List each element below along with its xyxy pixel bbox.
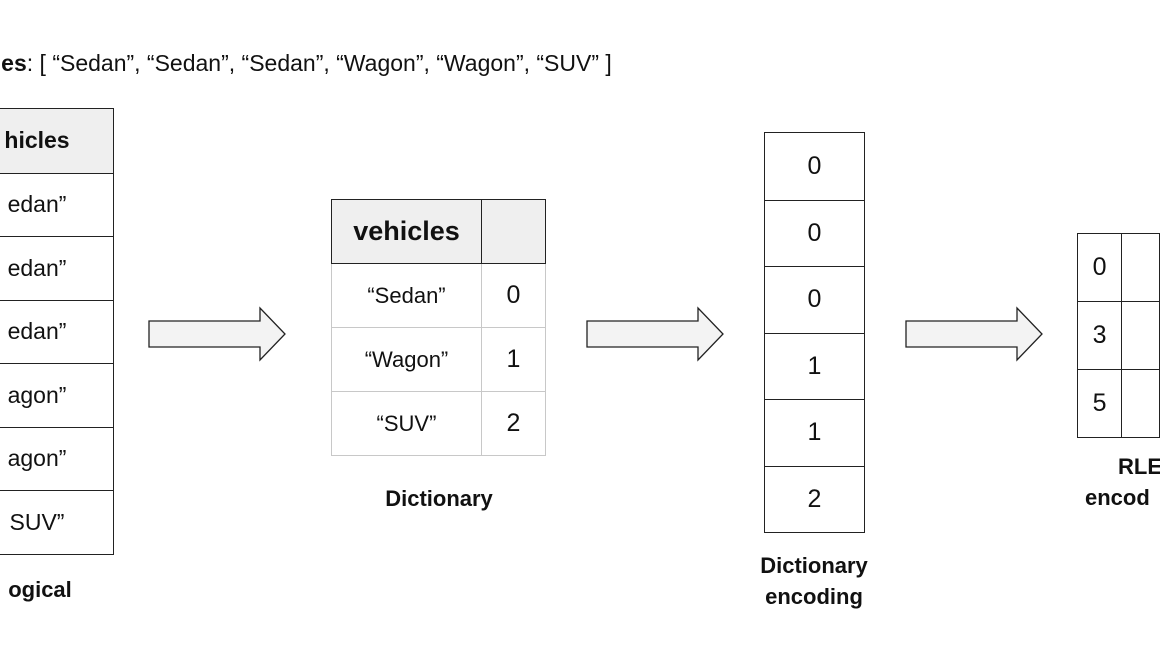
dictionary-key: “SUV”	[331, 391, 482, 456]
table-row: “Sedan” 0	[331, 263, 546, 328]
arrow-right-icon	[905, 306, 1043, 362]
encoding-cell: 0	[765, 199, 864, 267]
caption-line: encod	[1085, 485, 1150, 510]
rle-start: 0	[1076, 233, 1123, 302]
rle-value	[1121, 233, 1160, 302]
logical-cell: agon”	[0, 363, 113, 427]
dictionary-key: “Wagon”	[331, 327, 482, 392]
caption-line: RLE	[1118, 454, 1160, 479]
dictionary-key: “Sedan”	[331, 263, 482, 328]
rle-table: 0 3 5	[1076, 233, 1160, 438]
dictionary-table: vehicles “Sedan” 0 “Wagon” 1 “SUV” 2	[331, 199, 546, 456]
encoding-cell: 1	[765, 399, 864, 466]
dictionary-header-value	[481, 199, 546, 264]
table-row: 5	[1076, 369, 1160, 438]
rle-start: 5	[1076, 369, 1123, 438]
dictionary-encoding-column: 0 0 0 1 1 2	[764, 132, 865, 533]
logical-cell: edan”	[0, 172, 113, 237]
dictionary-caption: Dictionary	[385, 486, 493, 511]
caption-line: encoding	[765, 584, 863, 609]
input-values: : [ “Sedan”, “Sedan”, “Sedan”, “Wagon”, …	[26, 50, 612, 76]
arrow-right-icon	[148, 306, 286, 362]
logical-header: hicles	[0, 109, 113, 173]
table-row: “Wagon” 1	[331, 327, 546, 392]
arrow-right-icon	[586, 306, 724, 362]
input-label: cles	[0, 50, 27, 76]
caption-line: Dictionary	[760, 553, 868, 578]
logical-caption: ogical	[8, 577, 72, 602]
dictionary-header-key: vehicles	[331, 199, 482, 264]
input-values-line: cles: [ “Sedan”, “Sedan”, “Sedan”, “Wago…	[0, 50, 612, 77]
rle-value	[1121, 369, 1160, 438]
encoding-cell: 0	[807, 151, 822, 180]
logical-cell: edan”	[0, 299, 113, 364]
encoding-cell: 0	[765, 266, 864, 333]
dictionary-value: 2	[481, 391, 546, 456]
encoding-cell: 2	[765, 465, 864, 533]
logical-cell: edan”	[0, 236, 113, 300]
dictionary-value: 1	[481, 327, 546, 392]
logical-column: hicles edan” edan” edan” agon” agon” SUV…	[0, 108, 114, 555]
logical-cell: agon”	[0, 426, 113, 491]
rle-caption: RLE encod	[1082, 451, 1160, 513]
dictionary-header-row: vehicles	[331, 199, 546, 264]
dictionary-encoding-caption: Dictionary encoding	[734, 550, 894, 612]
rle-value	[1121, 301, 1160, 370]
encoding-cell: 1	[765, 332, 864, 400]
table-row: “SUV” 2	[331, 391, 546, 456]
table-row: 0	[1076, 233, 1160, 302]
dictionary-value: 0	[481, 263, 546, 328]
logical-cell: SUV”	[0, 490, 113, 554]
rle-start: 3	[1076, 301, 1123, 370]
table-row: 3	[1076, 301, 1160, 370]
